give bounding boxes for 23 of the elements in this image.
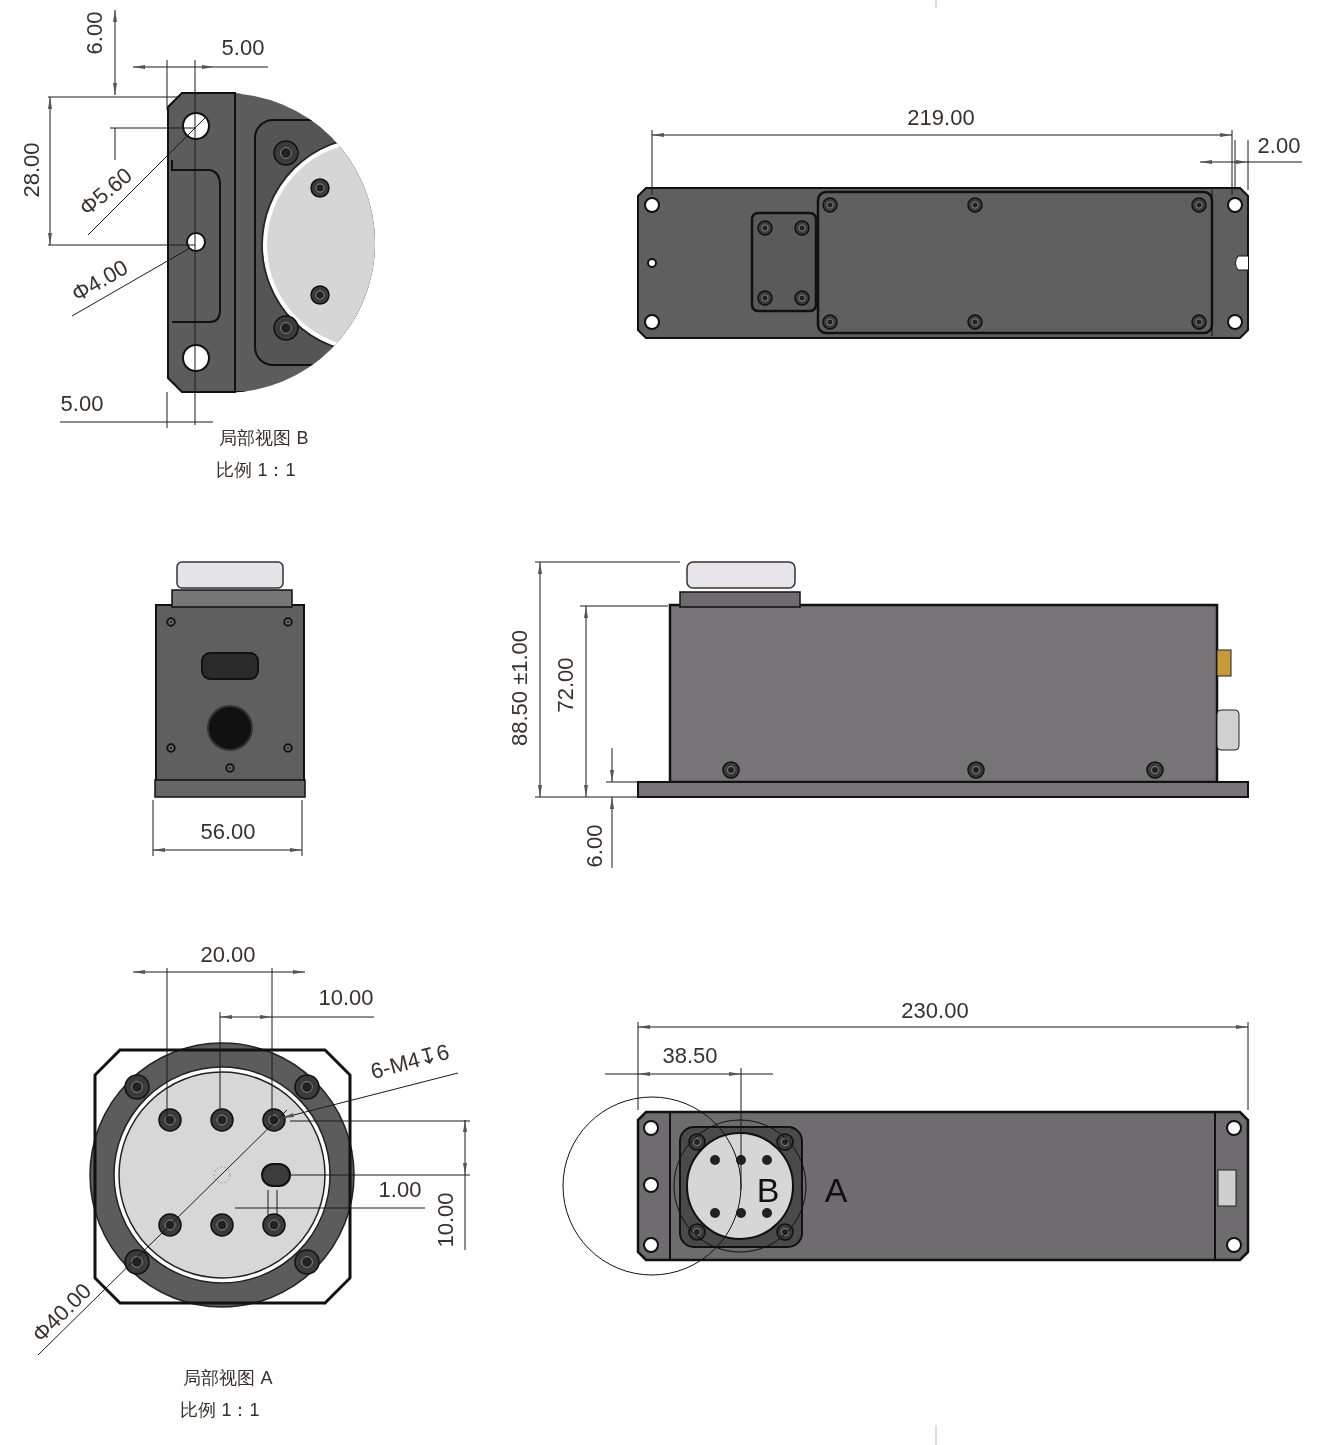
dimension-label: 10.00 — [318, 987, 374, 1009]
dimension-label: 56.00 — [200, 821, 256, 843]
dimension-label: 2.00 — [1257, 135, 1301, 157]
dimension-label: 38.50 — [662, 1045, 718, 1067]
dimension-label: 6-M4↧6 — [368, 1041, 452, 1083]
dimension-label: 5.00 — [221, 37, 265, 59]
dimension-label: 6.00 — [584, 824, 606, 868]
dimension-label: 5.00 — [60, 393, 104, 415]
dimension-label: 230.00 — [901, 1000, 969, 1022]
dimension-label: 88.50 ±1.00 — [509, 629, 531, 747]
dimension-label: 219.00 — [907, 107, 975, 129]
dimension-label: 20.00 — [200, 944, 256, 966]
view-caption: 比例 1：1 — [180, 1401, 260, 1419]
dimension-label: 28.00 — [21, 142, 43, 198]
dimension-label: 10.00 — [435, 1192, 457, 1248]
view-caption: 局部视图 A — [183, 1369, 273, 1387]
dimension-label: 1.00 — [378, 1179, 422, 1201]
view-marker: A — [824, 1173, 848, 1207]
view-caption: 局部视图 B — [219, 429, 309, 447]
view-caption: 比例 1：1 — [216, 461, 296, 479]
dimension-label: 72.00 — [555, 657, 577, 713]
dimension-label: 6.00 — [84, 11, 106, 55]
view-marker: B — [756, 1173, 780, 1207]
